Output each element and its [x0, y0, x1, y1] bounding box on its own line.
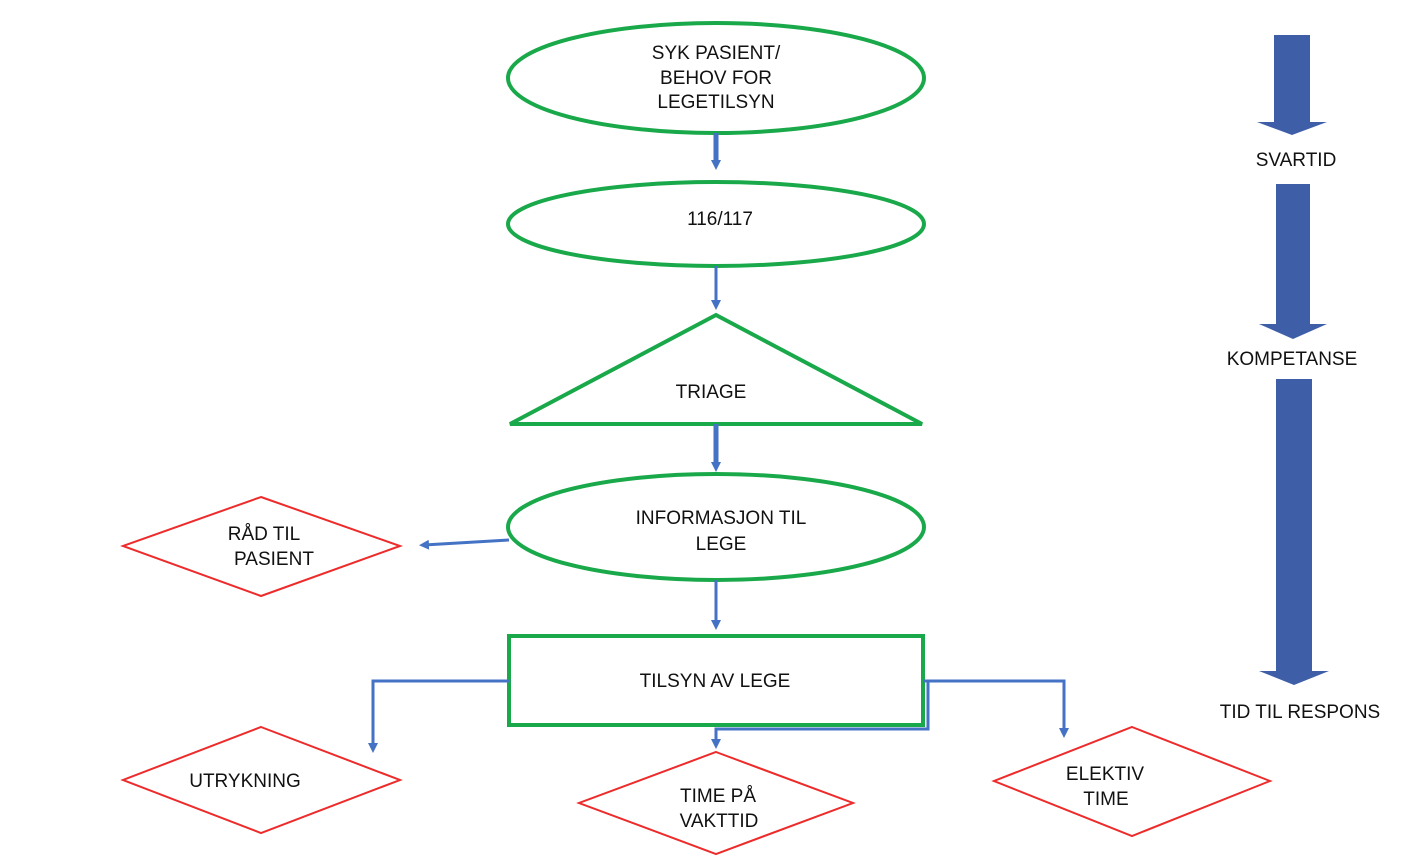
- elective-outcome-node: ELEKTIV TIME: [991, 725, 1273, 838]
- side-label-response-time: SVARTID: [1256, 150, 1337, 171]
- advice-node-line-1: RÅD TIL: [228, 524, 301, 545]
- start-node-line-3: LEGETILSYN: [657, 92, 774, 113]
- advice-node-line-2: PASIENT: [234, 549, 314, 570]
- arrow-supervision-to-emergency: [368, 679, 509, 753]
- start-node: SYK PASIENT/ BEHOV FOR LEGETILSYN: [506, 21, 926, 135]
- start-node-line-1: SYK PASIENT/: [652, 43, 781, 64]
- on-call-outcome-node: TIME PÅ VAKTTID: [576, 750, 856, 856]
- triage-node: TRIAGE: [509, 312, 923, 426]
- advice-node: RÅD TIL PASIENT: [120, 495, 403, 598]
- call-node-label: 116/117: [687, 209, 753, 230]
- side-label-competence: KOMPETANSE: [1227, 349, 1358, 370]
- side-label-time-to-response: TID TIL RESPONS: [1220, 702, 1380, 723]
- info-node-line-1: INFORMASJON TIL: [636, 508, 807, 529]
- call-node: 116/117: [506, 180, 926, 268]
- competence-arrow: [1259, 184, 1327, 339]
- emergency-outcome-node: UTRYKNING: [120, 725, 403, 835]
- start-node-line-2: BEHOV FOR: [660, 68, 772, 89]
- arrow-supervision-to-on-call: [711, 681, 930, 749]
- response-time-arrow: [1257, 35, 1327, 135]
- elective-outcome-line-2: TIME: [1083, 789, 1128, 810]
- supervision-node-label: TILSYN AV LEGE: [640, 671, 791, 692]
- elective-outcome-line-1: ELEKTIV: [1066, 764, 1144, 785]
- info-node: INFORMASJON TIL LEGE: [506, 472, 926, 582]
- arrow-supervision-to-elective: [923, 679, 1069, 738]
- on-call-outcome-line-1: TIME PÅ: [680, 786, 756, 807]
- on-call-outcome-line-2: VAKTTID: [680, 811, 759, 832]
- triage-node-label: TRIAGE: [676, 382, 747, 403]
- supervision-node: TILSYN AV LEGE: [507, 634, 925, 727]
- arrow-info-to-advice: [419, 538, 510, 550]
- info-node-line-2: LEGE: [696, 534, 747, 555]
- response-arrow: [1259, 379, 1329, 685]
- emergency-outcome-label: UTRYKNING: [189, 771, 301, 792]
